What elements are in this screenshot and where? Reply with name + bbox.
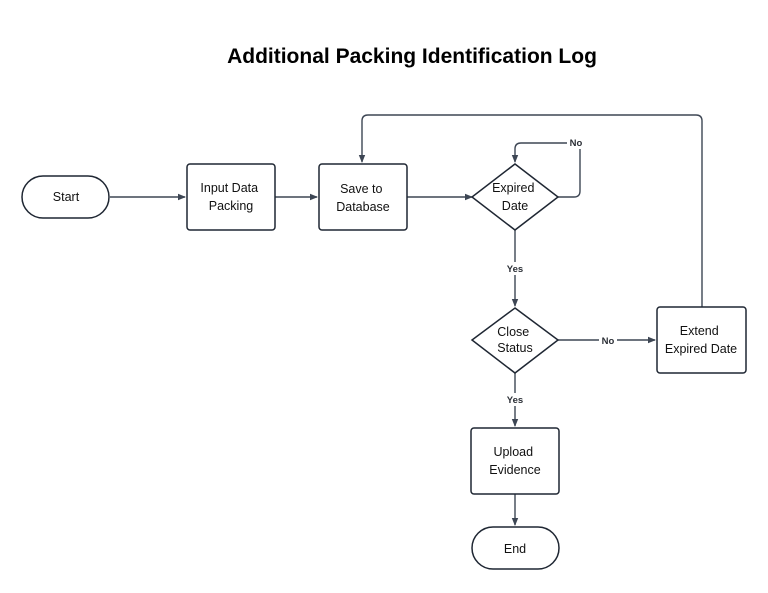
node-start-label: Start — [53, 190, 80, 204]
edge-extend-to-save — [358, 114, 703, 307]
decision-expired-label: Expired Date — [492, 181, 538, 213]
diagram-title: Additional Packing Identification Log — [227, 45, 597, 68]
node-start[interactable]: Start — [21, 175, 110, 219]
node-end-label: End — [504, 542, 526, 556]
node-upload-evidence[interactable]: Upload Evidence — [470, 427, 560, 495]
node-input-data-packing[interactable]: Input Data Packing — [186, 163, 276, 231]
node-end[interactable]: End — [471, 526, 560, 570]
node-upload-label: Upload Evidence — [489, 445, 540, 477]
svg-text:No: No — [570, 138, 583, 149]
node-save-label: Save to Database — [336, 182, 390, 214]
edge-label-expired-yes: Yes — [504, 262, 526, 275]
node-input-label: Input Data Packing — [200, 181, 261, 213]
node-extend-expired-date[interactable]: Extend Expired Date — [656, 306, 747, 374]
svg-text:Yes: Yes — [507, 395, 523, 406]
edge-label-close-no: No — [599, 334, 617, 347]
svg-text:Yes: Yes — [507, 264, 523, 275]
decision-close-label: Close Status — [497, 325, 532, 355]
node-save-to-database[interactable]: Save to Database — [318, 163, 408, 231]
svg-text:No: No — [602, 336, 615, 347]
edge-label-expired-no: No — [567, 136, 585, 149]
decision-expired-date[interactable]: Expired Date — [470, 163, 560, 231]
decision-close-status[interactable]: Close Status — [470, 307, 560, 374]
edge-label-close-yes: Yes — [504, 393, 526, 406]
node-extend-label: Extend Expired Date — [665, 324, 737, 356]
